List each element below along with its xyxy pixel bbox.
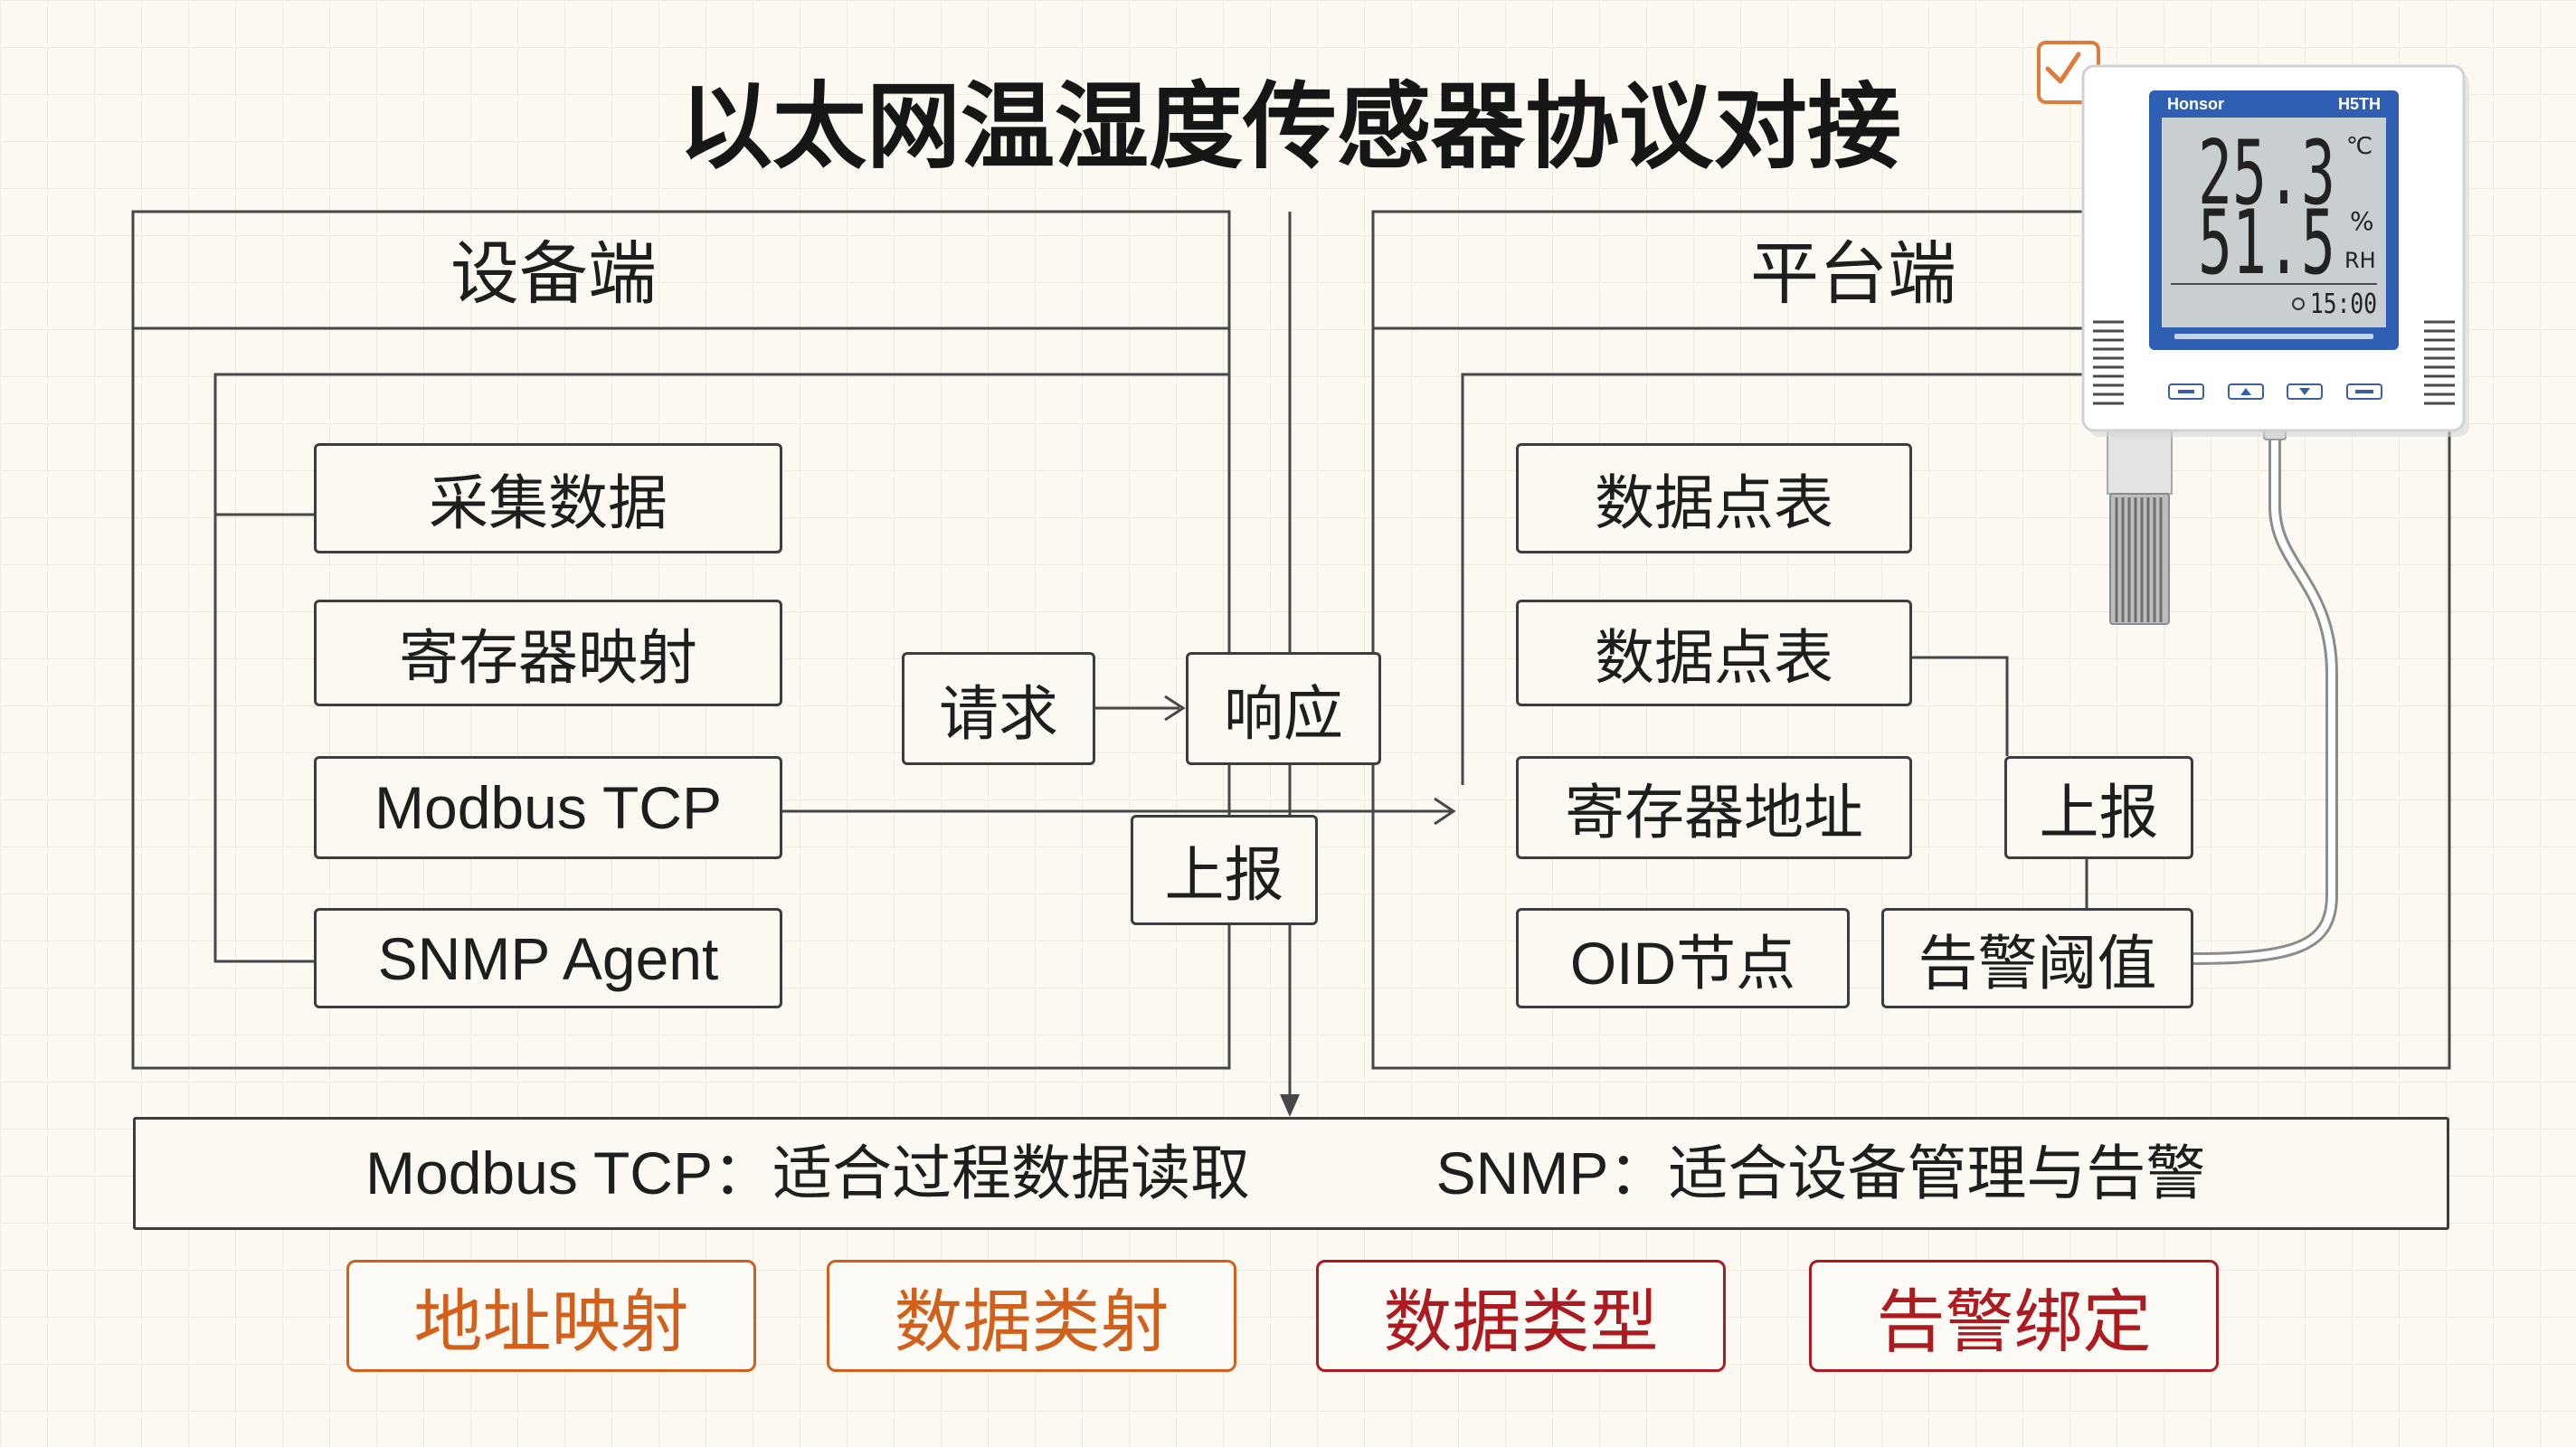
- tag-alarm-binding: 告警绑定: [1809, 1260, 2219, 1372]
- humidity-unit: %: [2350, 206, 2374, 236]
- protocol-summary: Modbus TCP：适合过程数据读取 SNMP：适合设备管理与告警: [133, 1117, 2449, 1230]
- device-item-register-mapping: 寄存器映射: [314, 600, 782, 706]
- platform-side-heading: 平台端: [1750, 236, 1956, 313]
- center-report-box: 上报: [1131, 815, 1318, 925]
- device-brand: Honsor: [2167, 95, 2224, 113]
- temperature-reading: 25.3: [2198, 122, 2335, 225]
- snmp-summary-text: SNMP：适合设备管理与告警: [1435, 1140, 2206, 1206]
- platform-report-box: 上报: [2004, 756, 2193, 859]
- device-model: H5TH: [2338, 95, 2381, 113]
- button-mark-icon: [2178, 390, 2194, 393]
- device-buttons: [2168, 383, 2382, 400]
- platform-item-datapoint-table-2: 数据点表: [1516, 600, 1912, 706]
- device-side-bracket: [213, 373, 1229, 963]
- up-arrow-icon: [2240, 388, 2251, 395]
- down-arrow-icon: [2299, 388, 2310, 395]
- tag-address-mapping: 地址映射: [346, 1260, 756, 1372]
- clock-icon: [2292, 298, 2305, 310]
- datapoint-to-report-connector: [1912, 656, 2009, 756]
- screen-footer-strip: [2174, 334, 2373, 339]
- lcd-panel: [2162, 118, 2386, 327]
- sensor-cable-inner: [2192, 430, 2335, 962]
- humidity-label: RH: [2344, 248, 2376, 273]
- response-box: 响应: [1186, 652, 1381, 765]
- left-vent: [2093, 320, 2124, 405]
- center-flow-arrowhead: [1280, 1094, 1300, 1117]
- platform-side-bracket: [1461, 373, 2083, 785]
- platform-item-register-address: 寄存器地址: [1516, 756, 1912, 859]
- modbus-summary-text: Modbus TCP：适合过程数据读取: [365, 1140, 1250, 1206]
- device-item-snmp-agent: SNMP Agent: [314, 908, 782, 1008]
- page-title: 以太网温湿度传感器协议对接: [677, 75, 1901, 180]
- device-item-modbus-tcp: Modbus TCP: [314, 756, 782, 859]
- device-item-collect-data: 采集数据: [314, 443, 782, 553]
- device-side-heading: 设备端: [450, 236, 657, 313]
- temperature-unit: ℃: [2346, 133, 2372, 160]
- alarm-threshold-box: 告警阈值: [1881, 908, 2193, 1008]
- humidity-reading: 51.5: [2198, 192, 2335, 295]
- right-vent: [2424, 320, 2455, 405]
- platform-item-datapoint-table-1: 数据点表: [1516, 443, 1912, 553]
- sensor-probe: [2107, 424, 2173, 625]
- device-side-panel: [131, 210, 1231, 1070]
- platform-item-oid-node: OID节点: [1516, 908, 1850, 1008]
- button-mark-icon: [2355, 390, 2373, 393]
- tag-data-class: 数据类射: [827, 1260, 1236, 1372]
- modbus-to-platform-arrowhead: [1434, 797, 1456, 826]
- request-box: 请求: [902, 652, 1095, 765]
- platform-side-panel: [1371, 210, 2451, 1070]
- time-reading: 15:00: [2310, 288, 2377, 320]
- request-to-response-arrowhead: [1164, 695, 1186, 722]
- tag-data-type: 数据类型: [1316, 1260, 1726, 1372]
